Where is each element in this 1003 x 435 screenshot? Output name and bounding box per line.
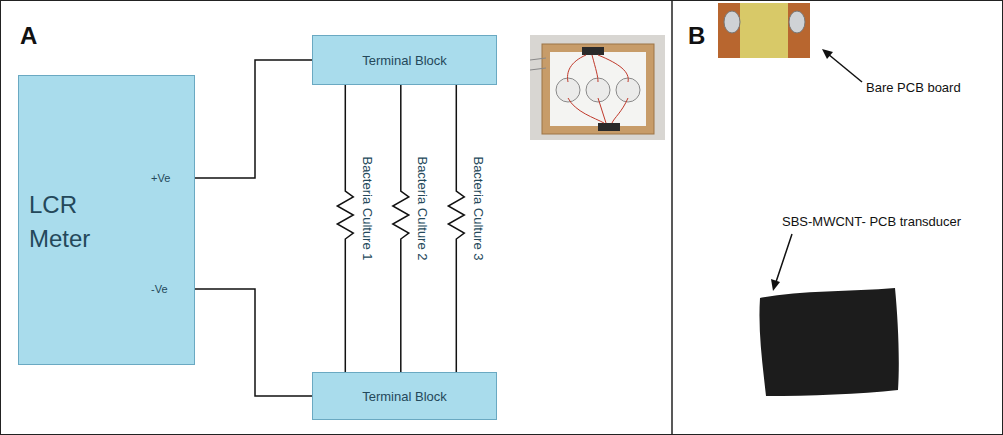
panel-divider xyxy=(671,0,673,435)
block-name: Terminal Block xyxy=(362,53,447,68)
wire xyxy=(195,289,312,396)
terminal-sign: +Ve xyxy=(151,172,170,184)
terminal-block: Terminal Block xyxy=(312,372,497,420)
pcb-photo xyxy=(718,3,810,58)
block-name: Terminal Block xyxy=(362,389,447,404)
resistor-label: Bacteria Culture 1 xyxy=(359,154,374,262)
instrument-name: LCR Meter xyxy=(29,188,139,255)
leader-arrow xyxy=(771,234,792,291)
instrument-box: LCR Meter +Ve -Ve xyxy=(18,75,195,365)
resistor-wire xyxy=(393,85,409,372)
part-label: Bare PCB board xyxy=(866,80,961,95)
leader-arrow xyxy=(822,49,862,82)
panel-letter: A xyxy=(20,22,37,50)
part-label: SBS-MWCNT- PCB transducer xyxy=(782,214,961,229)
terminal-block: Terminal Block xyxy=(312,35,497,85)
resistor-wire xyxy=(448,85,464,372)
resistor-label: Bacteria Culture 3 xyxy=(470,154,485,262)
setup-photo xyxy=(530,35,665,140)
panel-letter: B xyxy=(688,22,705,50)
resistor-label: Bacteria Culture 2 xyxy=(415,154,430,262)
transducer-photo xyxy=(759,288,898,396)
terminal-sign: -Ve xyxy=(151,283,168,295)
wire xyxy=(195,60,312,178)
resistor-wire xyxy=(337,85,353,372)
